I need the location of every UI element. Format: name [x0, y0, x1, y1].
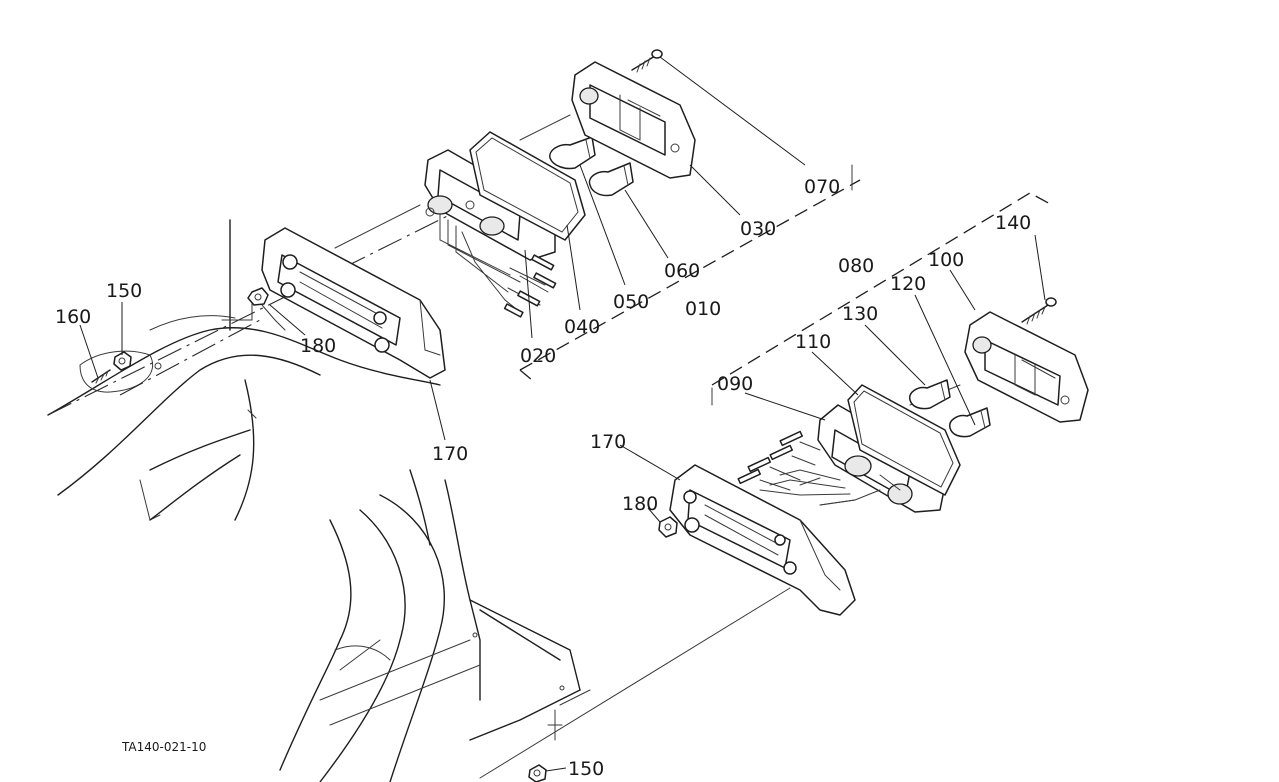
bulb-120 — [949, 407, 991, 438]
callout-020: 020 — [520, 345, 556, 367]
callout-160: 160 — [55, 306, 91, 328]
screw-140 — [1021, 297, 1057, 325]
lens-cover-100 — [964, 311, 1089, 423]
callout-110: 110 — [795, 331, 831, 353]
bolt-160 — [91, 369, 111, 384]
bulb-050 — [549, 136, 596, 170]
left-fasteners — [91, 351, 132, 384]
lens-cover-030 — [571, 61, 696, 179]
nut-150-bottom — [528, 764, 547, 782]
callout-170-right: 170 — [590, 431, 626, 453]
assembly-group-010-outline — [519, 164, 861, 381]
callout-010: 010 — [685, 298, 721, 320]
callout-labels: 070 030 060 050 010 040 020 180 170 150 … — [55, 176, 1031, 780]
callout-090: 090 — [717, 373, 753, 395]
bulb-130 — [909, 379, 951, 410]
callout-040: 040 — [564, 316, 600, 338]
callout-150-left: 150 — [106, 280, 142, 302]
left-lamp-base-170 — [261, 227, 446, 379]
nut-150-left — [113, 351, 132, 371]
callout-050: 050 — [613, 291, 649, 313]
callout-130: 130 — [842, 303, 878, 325]
bulb-060 — [588, 162, 634, 197]
right-lamp-assembly — [658, 297, 1089, 616]
right-lamp-base-170 — [669, 464, 856, 616]
right-nut-180 — [658, 516, 678, 538]
callout-leader-lines — [79, 56, 1046, 772]
callout-030: 030 — [740, 218, 776, 240]
callout-180-right: 180 — [622, 493, 658, 515]
tractor-frame — [47, 219, 591, 782]
callout-120: 120 — [890, 273, 926, 295]
callout-180-left: 180 — [300, 335, 336, 357]
callout-060: 060 — [664, 260, 700, 282]
screw-070 — [631, 49, 663, 73]
drawing-reference-code: TA140-021-10 — [121, 740, 206, 754]
callout-150-bottom: 150 — [568, 758, 604, 780]
callout-140: 140 — [995, 212, 1031, 234]
callout-100: 100 — [928, 249, 964, 271]
gasket-110 — [847, 384, 961, 496]
callout-080: 080 — [838, 255, 874, 277]
assembly-group-080-outline — [711, 192, 1053, 406]
callout-070: 070 — [804, 176, 840, 198]
gasket-040 — [469, 131, 586, 241]
left-lamp-assembly — [247, 49, 696, 379]
left-nut-180 — [247, 287, 286, 331]
callout-170-left: 170 — [432, 443, 468, 465]
